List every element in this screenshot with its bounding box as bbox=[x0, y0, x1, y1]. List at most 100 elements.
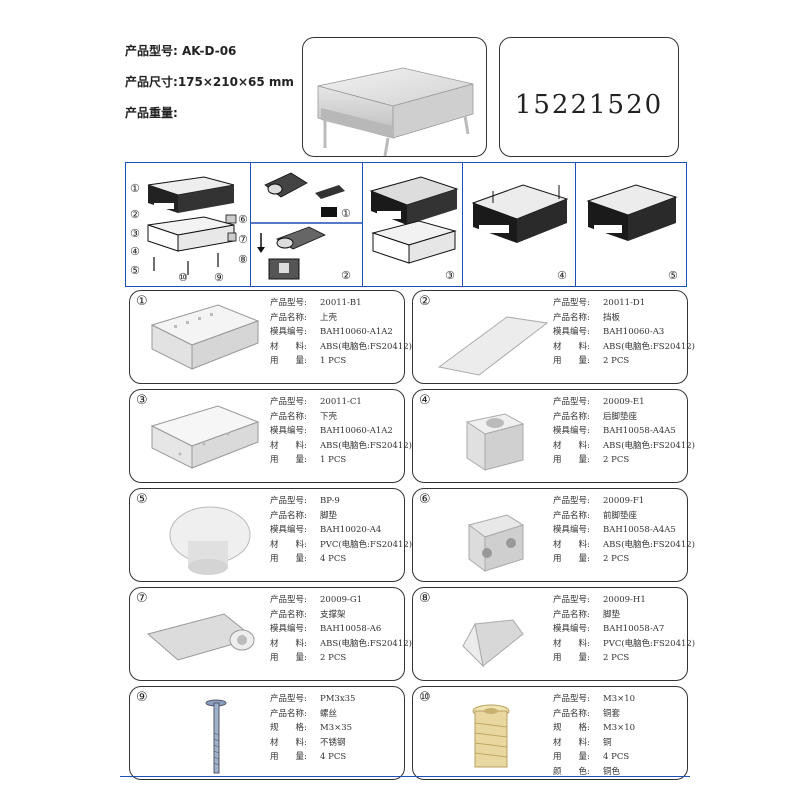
field-value: BAH10060-A3 bbox=[603, 327, 665, 337]
part-field-model: 产品型号:PM3x35 bbox=[270, 692, 355, 707]
field-label: 材 料: bbox=[270, 539, 307, 550]
field-label: 材 料: bbox=[270, 341, 307, 352]
part-image bbox=[427, 396, 549, 480]
field-label: 材 料: bbox=[270, 440, 307, 451]
field-label: 规 格: bbox=[270, 723, 307, 733]
field-value: BAH10058-A4A5 bbox=[603, 525, 676, 535]
callout-9: ⑨ bbox=[214, 271, 224, 284]
field-value: M3×10 bbox=[603, 723, 636, 733]
field-label: 产品型号: bbox=[270, 694, 307, 704]
field-value: BAH10020-A4 bbox=[320, 525, 382, 535]
part-number: ⑦ bbox=[136, 591, 148, 606]
callout-2: ② bbox=[130, 208, 140, 221]
part-number: ⑥ bbox=[419, 492, 431, 507]
callout-8: ⑧ bbox=[238, 253, 248, 266]
field-label: 产品名称: bbox=[553, 609, 590, 620]
part-field-qty: 用 量: 2 PCS bbox=[553, 453, 695, 468]
field-value: 不锈钢 bbox=[320, 737, 346, 748]
field-label: 模具编号: bbox=[270, 624, 307, 634]
field-label: 用 量: bbox=[553, 455, 590, 465]
field-label: 用 量: bbox=[270, 554, 307, 564]
field-label: 用 量: bbox=[553, 356, 590, 366]
part-image bbox=[144, 396, 266, 480]
field-value: 2 PCS bbox=[603, 455, 630, 465]
field-value: 4 PCS bbox=[320, 752, 347, 762]
field-label: 产品型号: bbox=[270, 397, 307, 407]
assembly-diagrams: ① ② ③ ④ ⑤ ⑥ ⑦ ⑧ ⑨ ⑩ ① ② bbox=[125, 162, 687, 287]
code-box: 15221520 bbox=[499, 37, 679, 157]
callout-7: ⑦ bbox=[238, 233, 248, 246]
field-label: 产品名称: bbox=[270, 708, 307, 719]
field-value: 铜套 bbox=[603, 708, 621, 719]
part-field-model: 产品型号:BP-9 bbox=[270, 494, 412, 509]
field-label: 用 量: bbox=[270, 455, 307, 465]
field-value: 脚垫 bbox=[603, 609, 621, 620]
field-value: 脚垫 bbox=[320, 510, 338, 521]
part-field-material: 材 料:ABS(电脑色:FS20412) bbox=[270, 439, 412, 454]
part-field-name: 产品名称:挡板 bbox=[553, 311, 695, 326]
part-field-mold: 模具编号: BAH10060-A3 bbox=[553, 325, 695, 340]
field-value: BAH10060-A1A2 bbox=[320, 327, 393, 337]
field-label: 模具编号: bbox=[553, 327, 590, 337]
field-value: M3×10 bbox=[603, 694, 636, 704]
part-field-mold: 模具编号:BAH10058-A6 bbox=[270, 622, 412, 637]
field-value: M3×35 bbox=[320, 723, 353, 733]
field-value: ABS(电脑色:FS20412) bbox=[603, 440, 695, 451]
part-number: ④ bbox=[419, 393, 431, 408]
part-field-qty: 用 量:4 PCS bbox=[270, 750, 355, 765]
callout-3: ③ bbox=[130, 227, 140, 240]
field-value: 20011-B1 bbox=[320, 298, 362, 308]
model-label: 产品型号: bbox=[125, 44, 178, 58]
field-label: 产品名称: bbox=[553, 411, 590, 422]
field-value: BAH10058-A4A5 bbox=[603, 426, 676, 436]
field-value: 20009-F1 bbox=[603, 496, 645, 506]
model-line: 产品型号: AK-D-06 bbox=[125, 42, 236, 59]
part-field-material: 材 料:ABS(电脑色:FS20412) bbox=[553, 340, 695, 355]
field-label: 用 量: bbox=[553, 653, 590, 663]
field-value: 20011-C1 bbox=[320, 397, 362, 407]
field-label: 模具编号: bbox=[553, 525, 590, 535]
size-line: 产品尺寸:175×210×65 mm bbox=[125, 73, 294, 90]
callout-10: ⑩ bbox=[178, 271, 188, 284]
field-label: 模具编号: bbox=[270, 327, 307, 337]
field-label: 材 料: bbox=[270, 737, 307, 748]
part-field-name: 产品名称:后脚垫座 bbox=[553, 410, 695, 425]
part-field-name: 产品名称: 脚垫 bbox=[270, 509, 412, 524]
step-5: ⑤ bbox=[668, 269, 678, 282]
part-field-mold: 模具编号: BAH10058-A4A5 bbox=[553, 523, 695, 538]
part-field-material: 材 料:PVC(电脑色:FS20412) bbox=[270, 538, 412, 553]
part-number: ② bbox=[419, 294, 431, 309]
model-value: AK-D-06 bbox=[182, 44, 237, 58]
field-value: ABS(电脑色:FS20412) bbox=[320, 341, 412, 352]
field-label: 产品名称: bbox=[270, 510, 307, 521]
field-value: 20009-H1 bbox=[603, 595, 646, 605]
part-field-material: 材 料:PVC(电脑色:FS20412) bbox=[553, 637, 695, 652]
part-image bbox=[144, 594, 266, 678]
part-field-qty: 用 量:4 PCS bbox=[270, 552, 412, 567]
part-field-name: 产品名称:支撑架 bbox=[270, 608, 412, 623]
step-2: ② bbox=[341, 269, 351, 282]
part-field-model: 产品型号:M3×10 bbox=[553, 692, 635, 707]
callout-1: ① bbox=[130, 182, 140, 195]
part-image bbox=[427, 693, 549, 777]
field-label: 用 量: bbox=[553, 554, 590, 564]
field-label: 用 量: bbox=[270, 356, 307, 366]
part-image bbox=[144, 693, 266, 777]
part-field-name: 产品名称:下壳 bbox=[270, 410, 412, 425]
bottom-divider bbox=[120, 776, 690, 777]
part-field-color: 颜 色:铜色 bbox=[553, 765, 635, 780]
part-field-spec: 规 格:M3×10 bbox=[553, 721, 635, 736]
part-field-mold: 模具编号:BAH10058-A4A5 bbox=[553, 424, 695, 439]
size-label: 产品尺寸: bbox=[125, 75, 178, 89]
callout-5: ⑤ bbox=[130, 264, 140, 277]
part-field-mold: 模具编号:BAH10058-A7 bbox=[553, 622, 695, 637]
part-field-material: 材 料:铜 bbox=[553, 736, 635, 751]
step-3: ③ bbox=[445, 269, 455, 282]
part-field-model: 产品型号:20011-D1 bbox=[553, 296, 695, 311]
field-value: 2 PCS bbox=[603, 554, 630, 564]
